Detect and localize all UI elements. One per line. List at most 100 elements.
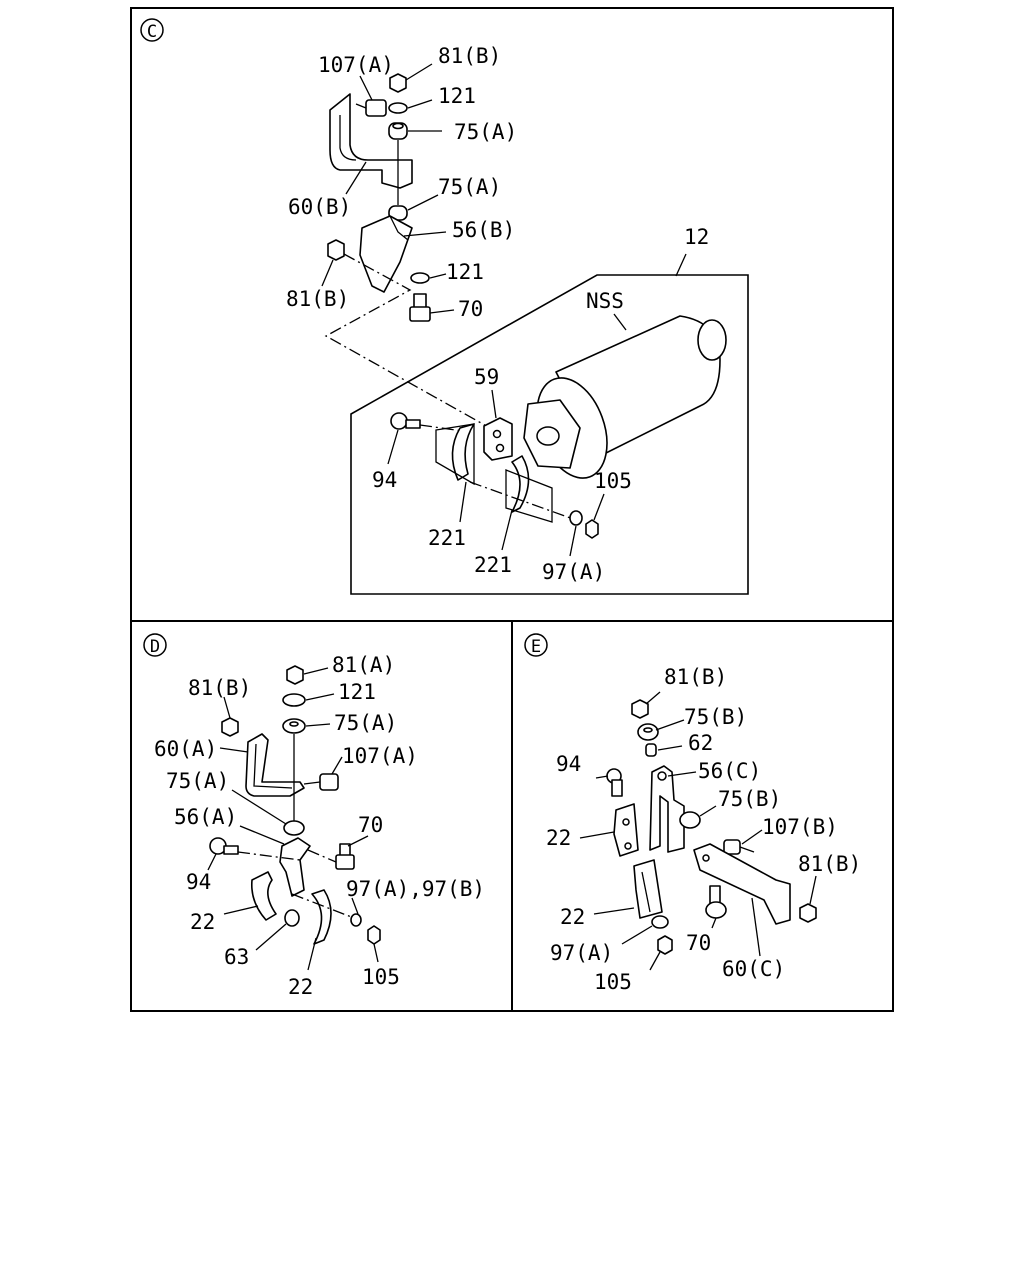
- label-81b-low: 81(B): [286, 287, 349, 311]
- rubber-75a-top-icon: [388, 122, 408, 140]
- label-70: 70: [358, 813, 383, 837]
- label-121-low: 121: [446, 260, 484, 284]
- label-121: 121: [338, 680, 376, 704]
- label-94: 94: [186, 870, 211, 894]
- label-nss: NSS: [586, 289, 624, 313]
- label-105: 105: [362, 965, 400, 989]
- label-56b: 56(B): [452, 218, 515, 242]
- panel-e-marker-letter: E: [531, 637, 541, 657]
- label-107a: 107(A): [342, 744, 418, 768]
- label-70: 70: [686, 931, 711, 955]
- rubber-75b-top-icon: [637, 723, 659, 741]
- bolt-70-icon: [409, 293, 431, 322]
- label-97a: 97(A): [542, 560, 605, 584]
- panel-d-marker-letter: D: [150, 637, 160, 657]
- label-94: 94: [372, 468, 397, 492]
- label-97a: 97(A): [550, 941, 613, 965]
- bolt-94-icon: [606, 768, 623, 797]
- nut-81a-icon: [286, 665, 304, 685]
- label-75a-top: 75(A): [334, 711, 397, 735]
- panel-d: D: [143, 633, 485, 999]
- label-105: 105: [594, 970, 632, 994]
- label-22-b: 22: [288, 975, 313, 999]
- label-81a: 81(A): [332, 653, 395, 677]
- label-75b-mid: 75(B): [718, 787, 781, 811]
- bolt-94-icon: [209, 837, 239, 855]
- panel-c: C: [140, 18, 749, 595]
- spacer-63-icon: [284, 909, 300, 927]
- clamp-22-b: [311, 889, 332, 945]
- panel-c-frame: [130, 7, 894, 622]
- collar-62-icon: [645, 743, 657, 757]
- label-12: 12: [684, 225, 709, 249]
- bolt-107a-icon: [303, 773, 339, 791]
- label-56c: 56(C): [698, 759, 761, 783]
- label-94: 94: [556, 752, 581, 776]
- washer-121-top-icon: [388, 102, 408, 114]
- nut-81b-icon: [221, 717, 239, 737]
- bolt-70-icon: [335, 843, 355, 870]
- label-121-top: 121: [438, 84, 476, 108]
- nut-105-icon: [657, 935, 673, 955]
- label-97: 97(A),97(B): [346, 877, 485, 901]
- panel-e: E: [524, 633, 861, 994]
- panel-e-marker: E: [524, 633, 548, 657]
- washer-121-low-icon: [410, 272, 430, 284]
- muffler-nss: [523, 315, 727, 479]
- bracket-60a: [245, 733, 305, 797]
- label-221-b: 221: [474, 553, 512, 577]
- label-81b-top: 81(B): [438, 44, 501, 68]
- bolt-70-icon: [705, 885, 727, 919]
- panel-e-frame: [511, 620, 894, 1012]
- nut-105-icon: [367, 925, 381, 945]
- rubber-75a-low-icon: [283, 820, 305, 836]
- bolt-107b-icon: [723, 839, 755, 855]
- clamp-221-b: [511, 455, 530, 513]
- bracket-59: [483, 417, 513, 461]
- label-75a-mid: 75(A): [438, 175, 501, 199]
- nut-81b-top-icon: [631, 699, 649, 719]
- label-63: 63: [224, 945, 249, 969]
- label-22-a: 22: [190, 910, 215, 934]
- label-56a: 56(A): [174, 805, 237, 829]
- bolt-107a-icon: [355, 99, 387, 117]
- clamp-22-b: [633, 859, 663, 919]
- label-75a-low: 75(A): [166, 769, 229, 793]
- bracket-56b: [359, 215, 413, 293]
- nut-105-icon: [585, 519, 599, 539]
- label-81b-top: 81(B): [664, 665, 727, 689]
- bracket-56c: [649, 765, 685, 853]
- label-75b-top: 75(B): [684, 705, 747, 729]
- assembly-chain-line: [324, 253, 491, 429]
- label-22-b: 22: [560, 905, 585, 929]
- bracket-60c: [693, 843, 791, 925]
- assembly-12-box: [350, 274, 749, 595]
- washer-97-icon: [350, 913, 362, 927]
- label-60a: 60(A): [154, 737, 217, 761]
- bracket-56a: [279, 837, 311, 897]
- nut-81b-top-icon: [389, 73, 407, 93]
- clamp-22-a: [250, 871, 277, 921]
- label-107b: 107(B): [762, 815, 838, 839]
- label-70: 70: [458, 297, 483, 321]
- label-60b: 60(B): [288, 195, 351, 219]
- bracket-60b: [329, 93, 413, 189]
- label-59: 59: [474, 365, 499, 389]
- washer-97a-icon: [569, 510, 583, 526]
- panel-d-marker: D: [143, 633, 167, 657]
- clamp-22-a: [613, 803, 639, 857]
- panel-c-marker: C: [140, 18, 164, 42]
- clamp-221-a: [451, 423, 475, 481]
- rubber-75b-mid-icon: [679, 811, 701, 829]
- label-62: 62: [688, 731, 713, 755]
- label-105: 105: [594, 469, 632, 493]
- label-221-a: 221: [428, 526, 466, 550]
- washer-97a-icon: [651, 915, 669, 929]
- label-81b: 81(B): [188, 676, 251, 700]
- nut-81b-right-icon: [799, 903, 817, 923]
- label-75a-top: 75(A): [454, 120, 517, 144]
- washer-121-icon: [282, 693, 306, 707]
- label-22-a: 22: [546, 826, 571, 850]
- label-107a: 107(A): [318, 53, 394, 77]
